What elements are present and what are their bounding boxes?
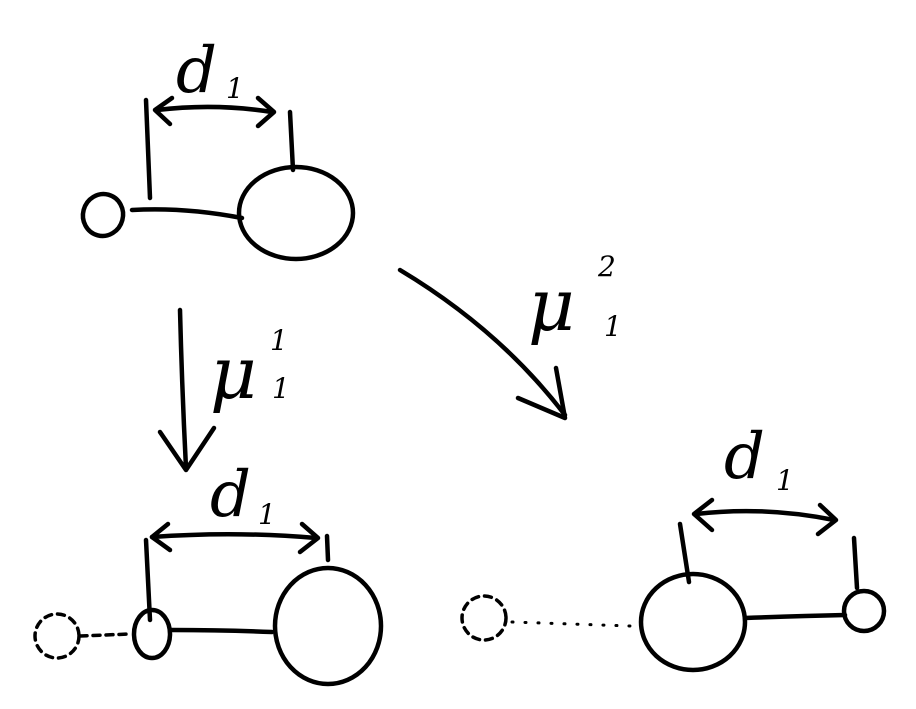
move-2-arrow	[397, 267, 568, 421]
move-2-symbol: μ	[528, 263, 575, 347]
right-bond	[742, 612, 848, 621]
left-large-node	[272, 565, 384, 687]
right-small-node	[841, 588, 887, 634]
move-2-subscript: 1	[604, 310, 622, 343]
left-distance-arrow	[149, 521, 321, 555]
top-left-tick	[143, 97, 153, 201]
move-2-superscript: 2	[597, 250, 616, 283]
right-large-node	[638, 571, 748, 673]
left-ghost-node	[33, 612, 81, 660]
right-distance-arrow	[691, 497, 839, 537]
left-right-tick	[324, 533, 331, 563]
right-ghost-node	[460, 594, 508, 642]
left-bond	[169, 627, 275, 635]
move-1-subscript: 1	[272, 372, 290, 405]
move-1-label: μ 1 1	[210, 324, 290, 415]
top-distance-label: d	[176, 34, 217, 108]
right-right-tick	[851, 535, 860, 591]
top-distance-subscript: 1	[226, 72, 244, 105]
move-1-arrow	[157, 307, 217, 473]
right-configuration: d 1	[460, 420, 887, 673]
left-configuration: d 1	[33, 458, 384, 687]
top-small-node	[80, 191, 126, 239]
top-large-node	[236, 164, 356, 262]
right-distance-subscript: 1	[776, 464, 794, 497]
move-2-label: μ 2 1	[528, 250, 622, 347]
top-configuration: d 1	[80, 34, 356, 262]
right-left-tick	[677, 521, 692, 585]
top-distance-arrow	[152, 95, 277, 129]
left-small-node	[131, 607, 173, 661]
left-left-tick	[143, 537, 153, 623]
top-right-tick	[287, 109, 296, 173]
move-1-superscript: 1	[270, 324, 288, 357]
right-ghost-bond	[510, 620, 632, 628]
move-1-symbol: μ	[210, 331, 257, 415]
top-bond	[129, 207, 245, 221]
left-ghost-bond	[78, 632, 132, 638]
right-distance-label: d	[724, 420, 765, 494]
left-distance-label: d	[210, 458, 251, 532]
left-distance-subscript: 1	[258, 498, 276, 531]
